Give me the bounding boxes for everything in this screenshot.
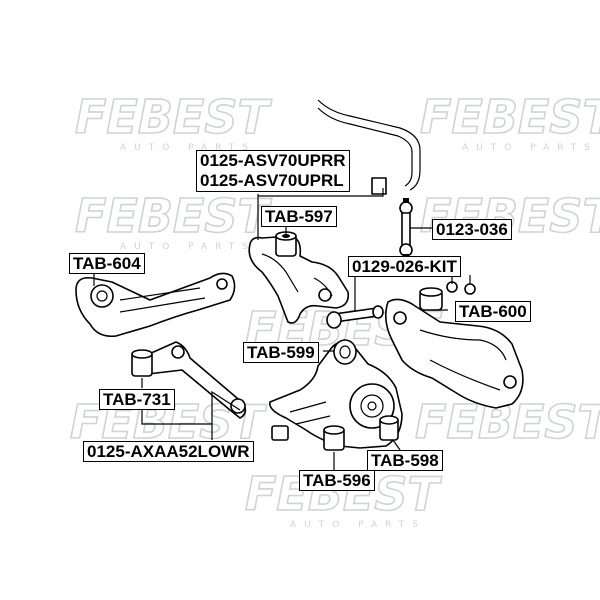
watermark-brand: FEBEST	[75, 189, 272, 243]
watermark-brand: FEBEST	[75, 90, 272, 144]
watermark-top-left: FEBEST AUTO PARTS	[74, 89, 273, 153]
bushing-tab600-drawing	[419, 281, 476, 311]
bushing-tab596-drawing	[323, 425, 345, 451]
bushing-tab599-drawing	[333, 339, 357, 365]
watermark-tagline: AUTO PARTS	[290, 520, 426, 530]
label-tab596: TAB-596	[299, 470, 375, 491]
leader-lines	[93, 188, 471, 470]
watermark-top-right: FEBEST AUTO PARTS	[419, 89, 600, 153]
watermark-brand: FEBEST	[420, 90, 600, 144]
label-tab731: TAB-731	[99, 389, 175, 410]
label-upper-arm-right: 0125-ASV70UPRR	[200, 151, 346, 170]
subframe-arm-drawing	[384, 298, 524, 409]
label-0123-036: 0123-036	[432, 219, 512, 240]
label-lower-arm: 0125-AXAA52LOWR	[83, 441, 254, 462]
lower-link-drawing	[131, 341, 247, 419]
label-upper-arm: 0125-ASV70UPRR 0125-ASV70UPRL	[196, 150, 350, 192]
upper-arm-drawing	[248, 235, 350, 324]
watermark-tagline: AUTO PARTS	[462, 143, 598, 153]
watermark-tagline: AUTO PARTS	[120, 242, 256, 252]
watermark-tagline: AUTO PARTS	[120, 143, 256, 153]
bushing-tab598-drawing	[379, 415, 399, 441]
watermark-mid-left: FEBEST AUTO PARTS	[74, 188, 273, 252]
label-0129-026-kit: 0129-026-KIT	[348, 256, 461, 277]
knuckle-drawing	[269, 341, 403, 449]
label-tab598: TAB-598	[367, 450, 443, 471]
trailing-arm-drawing	[75, 272, 236, 338]
label-tab604: TAB-604	[69, 253, 145, 274]
label-tab599: TAB-599	[243, 342, 319, 363]
label-upper-arm-left: 0125-ASV70UPRL	[200, 171, 344, 190]
label-tab600: TAB-600	[455, 301, 531, 322]
label-tab597: TAB-597	[261, 206, 337, 227]
stabilizer-bushing-shape	[371, 177, 387, 195]
bushing-tab597-drawing	[275, 231, 297, 257]
bolt-kit-drawing	[326, 305, 384, 329]
